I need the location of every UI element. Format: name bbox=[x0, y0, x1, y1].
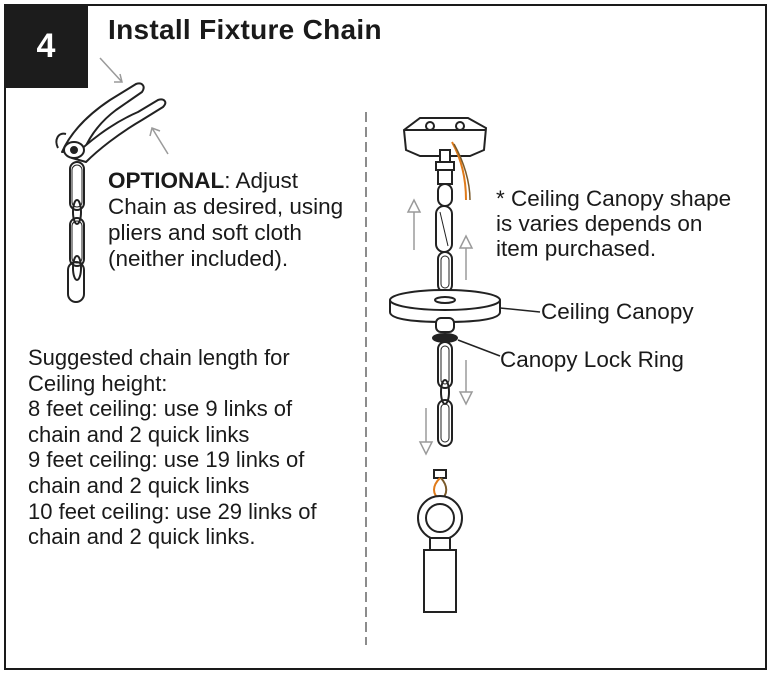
suggestion-line: 8 feet ceiling: use 9 links of bbox=[28, 396, 293, 422]
pliers-arrows bbox=[99, 57, 169, 155]
canopy-lock-ring-icon bbox=[432, 317, 458, 343]
optional-label: OPTIONAL bbox=[108, 168, 225, 193]
note-line: is varies depends on bbox=[496, 211, 703, 236]
step-number-badge: 4 bbox=[4, 4, 88, 88]
fixture-loop-icon bbox=[417, 469, 463, 613]
mounting-bracket-icon bbox=[402, 117, 488, 201]
note-line: * Ceiling Canopy shape bbox=[496, 186, 732, 211]
pliers-icon bbox=[55, 82, 167, 163]
canopy-shape-note: * Ceiling Canopy shape is varies depends… bbox=[496, 186, 764, 261]
ceiling-canopy-label: Ceiling Canopy bbox=[541, 299, 694, 324]
note-line: item purchased. bbox=[496, 236, 657, 261]
suggestion-line: Suggested chain length for bbox=[28, 345, 290, 370]
suggestion-line: Ceiling height: bbox=[28, 370, 168, 396]
suggestion-line: chain and 2 quick links bbox=[28, 421, 250, 447]
step-number: 4 bbox=[36, 26, 56, 65]
arrow-down-icon bbox=[418, 360, 474, 456]
suggestion-line: chain and 2 quick links bbox=[28, 472, 250, 498]
optional-instruction: OPTIONAL: Adjust Chain as desired, using… bbox=[108, 168, 348, 272]
arrow-up-icon bbox=[406, 198, 474, 280]
canopy-lock-ring-label: Canopy Lock Ring bbox=[500, 347, 684, 372]
chain-length-suggestions: Suggested chain length for Ceiling heigh… bbox=[28, 345, 368, 550]
step-title: Install Fixture Chain bbox=[108, 14, 382, 45]
suggestion-line: chain and 2 quick links. bbox=[28, 524, 256, 550]
center-chain-lower bbox=[437, 341, 453, 447]
suggestion-line: 10 feet ceiling: use 29 links of bbox=[28, 498, 317, 524]
chain-icon bbox=[67, 161, 85, 303]
optional-text: : Adjust Chain as desired, using pliers … bbox=[108, 168, 344, 271]
center-chain-upper bbox=[435, 183, 453, 293]
ceiling-canopy-icon bbox=[389, 289, 501, 324]
instruction-frame bbox=[4, 4, 767, 670]
suggestion-line: 9 feet ceiling: use 19 links of bbox=[28, 447, 305, 473]
